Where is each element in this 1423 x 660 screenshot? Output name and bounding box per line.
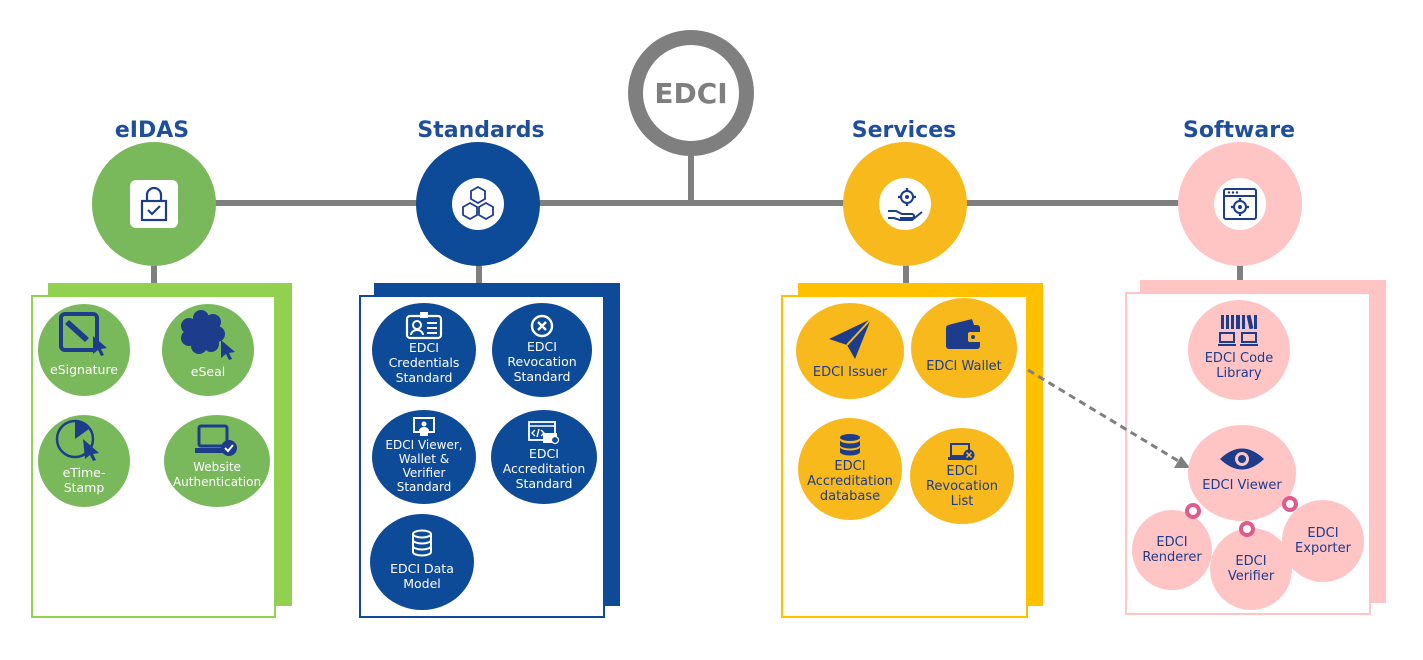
- esignature-item: eSignature: [38, 304, 130, 396]
- verifier-link-ring: [1239, 521, 1255, 537]
- standards-node: [416, 142, 540, 266]
- eidas-stem: [151, 265, 157, 285]
- code-library-label: EDCI Code Library: [1204, 351, 1274, 381]
- revocation-standard-label: EDCI Revocation Standard: [507, 338, 577, 384]
- renderer-label: EDCI Renderer: [1142, 535, 1202, 565]
- laptop-revoke-icon: [948, 442, 975, 460]
- issuer-label: EDCI Issuer: [812, 364, 888, 380]
- etimestamp-label: eTime-Stamp: [62, 465, 106, 495]
- eseal-item: eSeal: [162, 304, 254, 396]
- eidas-node: [92, 142, 216, 266]
- viewer-wallet-verifier-standard-item: EDCI Viewer, Wallet & Verifier Standard: [372, 410, 476, 504]
- verifier-item: EDCI Verifier: [1210, 528, 1292, 610]
- viewer-wallet-verifier-standard-label: EDCI Viewer, Wallet & Verifier Standard: [385, 438, 463, 494]
- viewer-item: EDCI Viewer: [1188, 425, 1296, 521]
- credentials-standard-item: EDCI Credentials Standard: [372, 303, 476, 397]
- revocation-standard-item: EDCI Revocation Standard: [492, 303, 592, 397]
- etimestamp-item: eTime-Stamp: [38, 415, 130, 507]
- database-icon: [412, 529, 432, 557]
- revocation-list-label: EDCI Revocation List: [925, 463, 999, 509]
- center-stem: [688, 140, 694, 204]
- paper-plane-icon: [829, 317, 872, 359]
- issuer-item: EDCI Issuer: [796, 303, 904, 399]
- accreditation-database-item: EDCI Accreditation database: [798, 418, 902, 520]
- website-authentication-label: Website Authentication: [172, 460, 262, 489]
- padlock-check-icon: [130, 180, 178, 228]
- software-stem: [1237, 265, 1243, 285]
- database-icon: [840, 433, 860, 455]
- edci-center-label: EDCI: [654, 77, 728, 110]
- clock-cursor-icon: [55, 419, 99, 461]
- renderer-item: EDCI Renderer: [1132, 510, 1212, 590]
- x-circle-icon: [530, 314, 554, 337]
- wallet-label: EDCI Wallet: [926, 358, 1002, 374]
- monitor-check-icon: [195, 424, 237, 456]
- eye-icon: [1220, 448, 1264, 469]
- seal-cursor-icon: [181, 309, 235, 360]
- data-model-label: EDCI Data Model: [390, 561, 454, 591]
- renderer-link-ring: [1185, 503, 1201, 519]
- esignature-label: eSignature: [50, 361, 118, 377]
- code-library-item: EDCI Code Library: [1188, 300, 1290, 400]
- verifier-label: EDCI Verifier: [1227, 554, 1275, 584]
- exporter-item: EDCI Exporter: [1282, 500, 1364, 582]
- browser-gear-icon: [1214, 178, 1266, 230]
- software-node: [1178, 142, 1302, 266]
- credentials-standard-label: EDCI Credentials Standard: [388, 339, 460, 385]
- hexagons-icon: [452, 178, 504, 230]
- accreditation-standard-label: EDCI Accreditation Standard: [502, 445, 586, 491]
- services-stem: [903, 265, 909, 285]
- standards-stem: [476, 265, 482, 285]
- eidas-title: eIDAS: [114, 118, 190, 143]
- accreditation-database-label: EDCI Accreditation database: [807, 458, 893, 504]
- library-computers-icon: [1218, 314, 1258, 346]
- main-connector: [150, 200, 1240, 206]
- exporter-link-ring: [1282, 496, 1298, 512]
- viewer-monitor-icon: [413, 417, 435, 436]
- standards-title: Standards: [417, 118, 545, 143]
- wallet-item: EDCI Wallet: [911, 298, 1017, 398]
- exporter-label: EDCI Exporter: [1295, 526, 1351, 556]
- data-model-item: EDCI Data Model: [370, 514, 474, 610]
- accreditation-standard-item: EDCI Accreditation Standard: [491, 410, 597, 504]
- revocation-list-item: EDCI Revocation List: [910, 428, 1014, 524]
- code-certificate-icon: [528, 420, 560, 444]
- pen-tablet-icon: [59, 311, 107, 356]
- eseal-label: eSeal: [190, 363, 226, 379]
- wallet-icon: [946, 318, 982, 349]
- viewer-label: EDCI Viewer: [1202, 477, 1282, 493]
- software-title: Software: [1183, 118, 1295, 143]
- services-node: [843, 142, 967, 266]
- hand-gear-icon: [879, 178, 931, 230]
- website-authentication-item: Website Authentication: [164, 415, 270, 507]
- services-title: Services: [851, 118, 957, 143]
- id-card-icon: [405, 311, 443, 339]
